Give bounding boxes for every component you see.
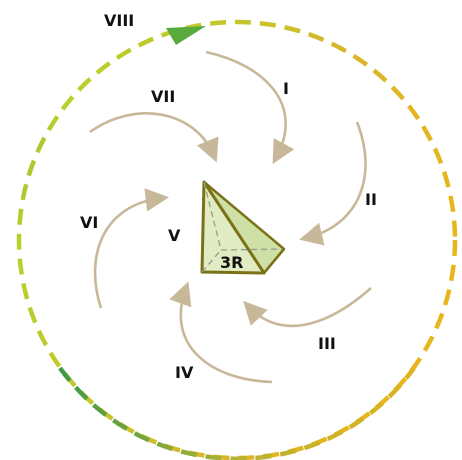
label-viii: VIII xyxy=(104,11,134,30)
inflow-arrows xyxy=(89,50,372,384)
label-vi: VI xyxy=(80,213,98,232)
cycle-ring-bottom-arc xyxy=(58,366,416,460)
cycle-ring-circle xyxy=(16,19,458,460)
cycle-ring xyxy=(16,19,458,460)
arrow-iii xyxy=(243,287,372,328)
label-ii: II xyxy=(365,190,377,209)
arrow-iv xyxy=(169,281,273,384)
pyramid-hidden-base-2 xyxy=(220,248,285,251)
label-i: I xyxy=(283,79,289,98)
label-iii: III xyxy=(318,334,336,353)
arrow-ii xyxy=(299,121,367,246)
pyramid-icon xyxy=(200,180,286,275)
pyramid-edge-right xyxy=(263,248,285,274)
pyramid-hidden-edge xyxy=(203,181,222,251)
pyramid-hidden-base-1 xyxy=(201,249,222,273)
arrow-i xyxy=(205,50,295,165)
cycle-arrowhead-icon xyxy=(166,26,206,45)
arrow-vi xyxy=(93,188,169,309)
pyramid-front-face xyxy=(200,180,266,275)
label-v: V xyxy=(168,226,181,245)
arrow-vii xyxy=(89,112,219,163)
label-center: 3R xyxy=(220,253,243,272)
label-iv: IV xyxy=(175,363,194,382)
label-vii: VII xyxy=(151,87,175,106)
